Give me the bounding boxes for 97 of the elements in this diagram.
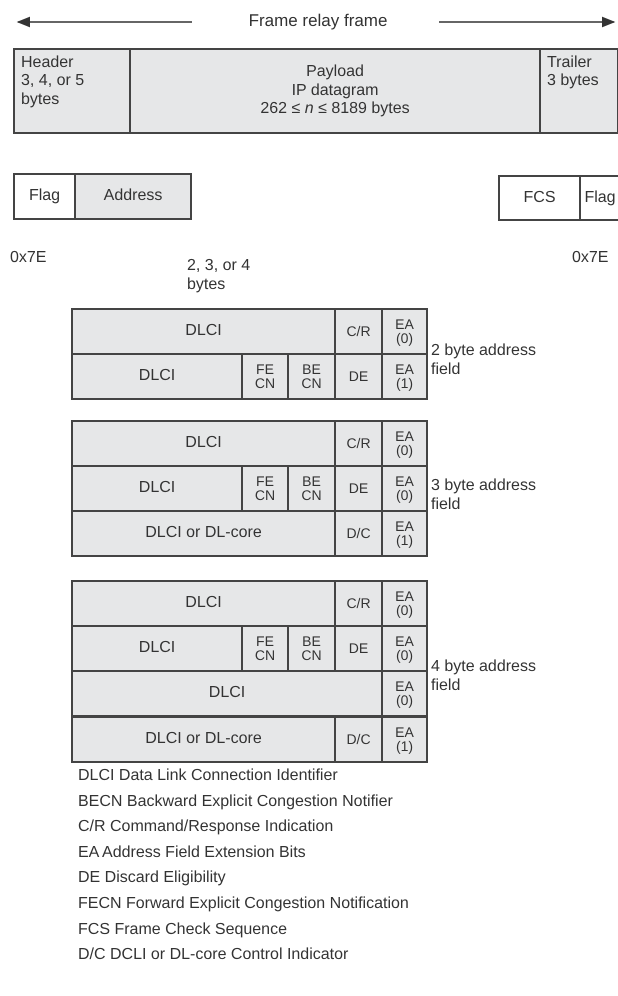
glossary-entry: DLCI Data Link Connection Identifier bbox=[78, 766, 338, 786]
field-cell bbox=[334, 716, 383, 763]
field-cell bbox=[71, 465, 243, 512]
field-label: DLCI or DL-core bbox=[145, 524, 262, 543]
annotation-text: 0x7E bbox=[572, 248, 610, 268]
field-label: EA (0) bbox=[394, 680, 415, 707]
field-label: EA (0) bbox=[394, 635, 415, 662]
frame-section bbox=[539, 48, 618, 134]
field-label: EA (0) bbox=[394, 475, 415, 502]
field-label: Flag bbox=[584, 188, 616, 208]
field-label: BE CN bbox=[300, 475, 323, 502]
field-label: DE bbox=[348, 370, 368, 384]
field-label: 3 bytes bbox=[547, 72, 599, 91]
annotation-text: 4 byte address field bbox=[431, 657, 537, 696]
field-cell bbox=[71, 625, 243, 672]
field-label: DLCI bbox=[138, 367, 176, 386]
field-label: BE CN bbox=[300, 363, 323, 390]
frame-section bbox=[129, 48, 541, 134]
glossary-entry: EA Address Field Extension Bits bbox=[78, 842, 306, 862]
field-label: EA (0) bbox=[394, 430, 415, 457]
field-cell bbox=[241, 353, 289, 400]
field-label: DLCI bbox=[208, 684, 246, 703]
field-label: IP datagram bbox=[292, 82, 378, 100]
field-cell bbox=[241, 465, 289, 512]
field-cell bbox=[381, 510, 428, 557]
field-cell bbox=[381, 308, 428, 355]
field-label: D/C bbox=[346, 526, 371, 540]
field-label: DLCI bbox=[185, 322, 222, 341]
field-cell bbox=[71, 510, 336, 557]
field-cell bbox=[381, 353, 428, 400]
glossary-entry: D/C DCLI or DL-core Control Indicator bbox=[78, 945, 348, 964]
field-label: Payload bbox=[306, 63, 364, 82]
field-label: DLCI bbox=[138, 639, 176, 658]
field-cell bbox=[334, 510, 383, 557]
field-cell bbox=[71, 670, 383, 717]
field-cell bbox=[498, 175, 581, 221]
field-label: EA (0) bbox=[394, 318, 415, 345]
field-cell bbox=[71, 308, 336, 355]
field-label: DE bbox=[348, 642, 368, 656]
field-label: EA (1) bbox=[394, 726, 415, 753]
field-label: Flag bbox=[28, 187, 60, 206]
field-label: Header bbox=[21, 54, 74, 72]
field-label: 262 ≤ n ≤ 8189 bytes bbox=[260, 100, 410, 119]
field-cell bbox=[334, 353, 383, 400]
annotation-text: 3 byte address field bbox=[431, 476, 537, 514]
field-cell bbox=[381, 670, 428, 717]
field-label: D/C bbox=[346, 732, 371, 746]
field-label: BE CN bbox=[300, 635, 323, 662]
field-cell bbox=[334, 420, 383, 467]
field-cell bbox=[381, 420, 428, 467]
annotation-text: 2, 3, or 4 bytes bbox=[187, 256, 252, 294]
field-label: EA (1) bbox=[394, 520, 415, 547]
field-label: 3, 4, or 5 bytes bbox=[21, 72, 86, 110]
field-cell bbox=[71, 353, 243, 400]
field-cell bbox=[74, 173, 192, 220]
field-label: DE bbox=[348, 482, 368, 496]
glossary-entry: DE Discard Eligibility bbox=[78, 868, 226, 888]
field-cell bbox=[381, 625, 428, 672]
field-cell bbox=[287, 625, 336, 672]
field-cell bbox=[287, 465, 336, 512]
field-cell bbox=[287, 353, 336, 400]
field-cell bbox=[334, 465, 383, 512]
field-label: Trailer bbox=[547, 54, 592, 72]
field-cell bbox=[13, 173, 76, 220]
field-label: FE CN bbox=[254, 475, 276, 502]
field-cell bbox=[381, 465, 428, 512]
glossary-entry: FECN Forward Explicit Congestion Notification bbox=[78, 894, 409, 914]
field-label: DLCI bbox=[185, 594, 222, 613]
field-cell bbox=[241, 625, 289, 672]
field-label: FE CN bbox=[254, 635, 276, 662]
field-cell bbox=[381, 580, 428, 627]
field-label: EA (1) bbox=[394, 363, 415, 390]
field-cell bbox=[71, 420, 336, 467]
field-label: EA (0) bbox=[394, 590, 415, 617]
field-cell bbox=[334, 625, 383, 672]
field-label: C/R bbox=[346, 436, 371, 450]
field-label: DLCI bbox=[185, 434, 222, 453]
field-label: C/R bbox=[346, 324, 371, 338]
glossary-entry: FCS Frame Check Sequence bbox=[78, 920, 287, 939]
field-label: FE CN bbox=[254, 363, 276, 390]
field-label: FCS bbox=[524, 188, 556, 208]
field-cell bbox=[71, 580, 336, 627]
field-cell bbox=[334, 580, 383, 627]
field-cell bbox=[579, 175, 618, 221]
frame-section bbox=[13, 48, 131, 134]
glossary-entry: BECN Backward Explicit Congestion Notifier bbox=[78, 792, 393, 811]
glossary-entry: C/R Command/Response Indication bbox=[78, 817, 334, 836]
field-label: Address bbox=[104, 187, 162, 206]
annotation-text: Frame relay frame bbox=[248, 11, 388, 32]
field-label: DLCI or DL-core bbox=[145, 730, 262, 749]
field-cell bbox=[71, 716, 336, 763]
field-cell bbox=[381, 716, 428, 763]
field-cell bbox=[334, 308, 383, 355]
field-label: C/R bbox=[346, 596, 371, 610]
annotation-text: 0x7E bbox=[10, 248, 48, 268]
field-label: DLCI bbox=[138, 479, 176, 498]
annotation-text: 2 byte address field bbox=[431, 341, 537, 380]
